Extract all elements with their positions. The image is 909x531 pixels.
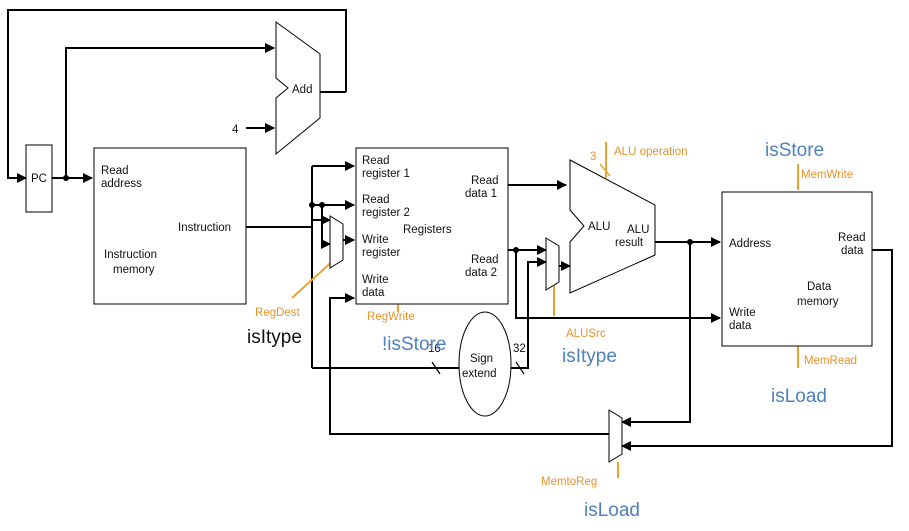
alusrc-label: ALUSrc [566,328,606,340]
alu-operation-width-label: 3 [590,151,596,163]
imem-address-label: address [101,178,142,190]
data-memory [721,191,873,347]
alu-label: ALU [588,221,610,233]
isload-memtoreg-annotation: isLoad [584,500,640,521]
isitype-alusrc-annotation: isItype [562,346,617,367]
alu-unit [569,159,656,294]
not-isstore-annotation: !isStore [382,334,446,355]
memread-label: MemRead [804,355,857,367]
constant-4-label: 4 [232,124,239,136]
reg-read-data-1-line1: Read [471,175,499,187]
dmem-write-data-line1: Write [729,307,756,319]
reg-read-data-2-line1: Read [471,254,499,266]
reg-read-register-2-line2: register 2 [362,207,410,219]
bus-width-32-label: 32 [513,343,526,355]
alu-result-line1: ALU [627,224,649,236]
isload-memory-annotation: isLoad [771,386,827,407]
imem-read-label: Read [101,165,129,177]
alu-operation-width-tick [599,163,611,177]
junction-dots [63,175,693,253]
sign-extend-line2: extend [462,368,497,380]
reg-write-register-line2: register [362,247,401,259]
isstore-annotation: isStore [765,140,824,161]
reg-read-register-2-line1: Read [362,194,390,206]
wire-to-regdest-mux-b [321,205,331,249]
reg-read-data-2-line2: data 2 [465,267,497,279]
bus-width-16-label: 16 [428,343,441,355]
pc-label: PC [31,173,47,185]
wire-writeback [329,293,609,435]
isitype-regdest-annotation: isItype [247,327,302,348]
dmem-read-data-line2: data [841,245,864,257]
reg-read-register-1-line2: register 1 [362,168,410,180]
wire-memory-read-data [621,249,893,451]
regdest-mux [329,215,344,269]
registers-label: Registers [403,224,452,236]
pc-register [25,144,53,213]
reg-read-data-1-line2: data 1 [465,188,497,200]
wire-next-pc [7,9,347,183]
bus-width-16-tick [431,361,441,375]
add-unit [275,21,321,156]
data-memory-name-line1: Data [807,281,832,293]
sign-extend-unit [458,311,512,417]
memtoreg-mux [608,409,623,463]
wire-to-write-data-memory [515,250,721,323]
imem-name-line2: memory [113,264,155,276]
instruction-memory [93,147,247,305]
register-file [355,147,509,305]
alu-result-line2: result [615,237,644,249]
regwrite-label: RegWrite [367,311,415,323]
memwrite-label: MemWrite [801,169,853,181]
data-memory-name-line2: memory [797,296,839,308]
imem-instruction-label: Instruction [178,222,231,234]
regdest-control-line [291,257,337,299]
reg-read-register-1-line1: Read [362,155,390,167]
sign-extend-line1: Sign [470,353,493,365]
wire-pc-to-add [65,43,275,178]
alu-operation-label: ALU operation [614,146,688,158]
imem-name-line1: Instruction [104,249,157,261]
regdest-label: RegDest [255,307,301,319]
dmem-read-data-line1: Read [838,232,866,244]
dmem-address-label: Address [729,238,771,250]
memtoreg-label: MemtoReg [541,476,597,488]
dmem-write-data-line2: data [729,320,752,332]
reg-write-register-line1: Write [362,234,389,246]
wire-sign-extend-out [508,257,547,369]
alusrc-mux [545,237,560,291]
add-label: Add [292,84,312,96]
bus-width-32-tick [515,361,525,375]
reg-write-data-line2: data [362,287,385,299]
wire-alu-to-memtoreg [621,242,691,427]
reg-write-data-line1: Write [362,274,389,286]
